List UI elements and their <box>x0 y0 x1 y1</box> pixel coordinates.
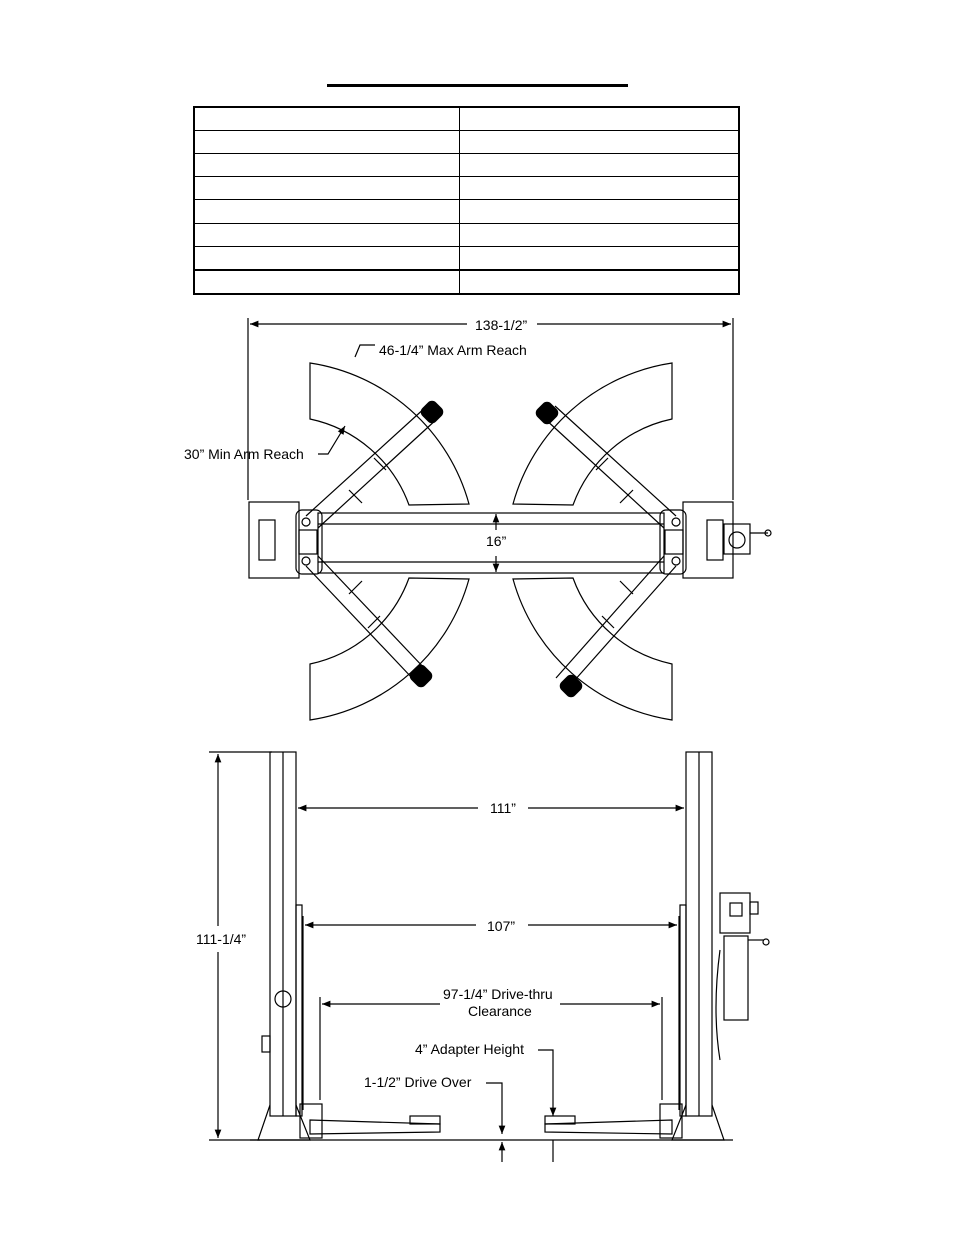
arm-base <box>659 1103 683 1139</box>
arm-pivot <box>301 556 311 566</box>
lift-pad <box>409 1115 441 1125</box>
table-row <box>193 199 740 224</box>
inside-width-label: 107” <box>487 918 515 934</box>
column-body <box>706 519 724 561</box>
table-cell <box>458 106 740 132</box>
lift-pads <box>409 400 583 698</box>
column-body <box>258 519 276 561</box>
arm-pivot <box>301 517 311 527</box>
left-base-plate <box>248 501 300 579</box>
height-label: 111-1/4” <box>196 931 246 947</box>
arm-top-right <box>543 405 677 529</box>
table-row <box>193 222 740 247</box>
arm-bottom-right <box>555 555 677 691</box>
arm-base <box>299 1103 323 1139</box>
max-arm-reach-label: 46-1/4” Max Arm Reach <box>379 342 527 358</box>
arm-bottom-left <box>305 555 427 681</box>
top-view <box>247 318 772 721</box>
right-carriage <box>679 904 687 1117</box>
table-cell <box>193 106 460 132</box>
carriage <box>295 509 323 575</box>
drive-over-label: 1-1/2” Drive Over <box>364 1074 472 1090</box>
min-arm-reach-label: 30” Min Arm Reach <box>184 446 304 462</box>
drive-thru-label: 97-1/4” Drive-thru <box>443 986 553 1002</box>
table-row <box>193 268 740 295</box>
safety-release <box>261 1035 271 1053</box>
motor-cap <box>749 901 759 915</box>
front-view <box>209 751 770 1162</box>
table-row <box>193 245 740 271</box>
gap-label: 16” <box>486 533 507 549</box>
carriage <box>659 509 687 575</box>
cross-beam <box>317 512 665 574</box>
lift-pad <box>535 401 559 425</box>
release-knob <box>762 938 770 946</box>
specification-table <box>193 106 740 295</box>
left-carriage <box>295 904 303 1117</box>
motor <box>728 531 746 549</box>
power-unit-motor <box>719 892 751 934</box>
carriage-bracket <box>298 529 318 555</box>
table-cell <box>458 199 740 224</box>
lift-pad <box>559 674 583 698</box>
table-row <box>193 176 740 201</box>
title-underline <box>327 84 628 87</box>
table-cell <box>193 268 460 295</box>
lift-pad <box>420 400 444 424</box>
table-row <box>193 153 740 178</box>
power-unit <box>723 523 751 555</box>
arm-swing-area <box>512 362 673 506</box>
drive-thru-label-line2: Clearance <box>468 1003 532 1019</box>
table-cell <box>193 222 460 247</box>
leader-line <box>354 344 375 358</box>
hydraulic-hose <box>715 949 721 1061</box>
arm-swing-area <box>309 577 470 721</box>
arm-right <box>544 1119 673 1135</box>
arm-pivot <box>671 556 681 566</box>
adapter-height-label: 4” Adapter Height <box>415 1041 524 1057</box>
lift-pad <box>544 1115 576 1125</box>
outside-width-label: 111” <box>490 800 516 816</box>
leader-line <box>318 425 346 455</box>
overall-width-label: 138-1/2” <box>475 317 527 333</box>
lift-pad <box>409 664 433 688</box>
arm-swing-area <box>309 362 470 506</box>
table-row <box>193 106 740 132</box>
reservoir <box>723 935 749 1021</box>
arm-swing-area <box>512 577 673 721</box>
arm-top-left <box>305 405 439 529</box>
leader-line <box>486 1082 506 1134</box>
leader-line <box>538 1049 557 1116</box>
arm-left <box>309 1119 441 1135</box>
carriage-bracket <box>664 529 684 555</box>
table-cell <box>458 222 740 247</box>
right-base-plate <box>682 501 734 579</box>
table-cell <box>193 199 460 224</box>
table-cell <box>193 153 460 178</box>
motor-cover <box>729 902 743 917</box>
column-port <box>274 990 292 1008</box>
release-knob <box>764 529 772 537</box>
arm-pivot <box>671 517 681 527</box>
table-cell <box>458 268 740 295</box>
table-cell <box>458 245 740 271</box>
